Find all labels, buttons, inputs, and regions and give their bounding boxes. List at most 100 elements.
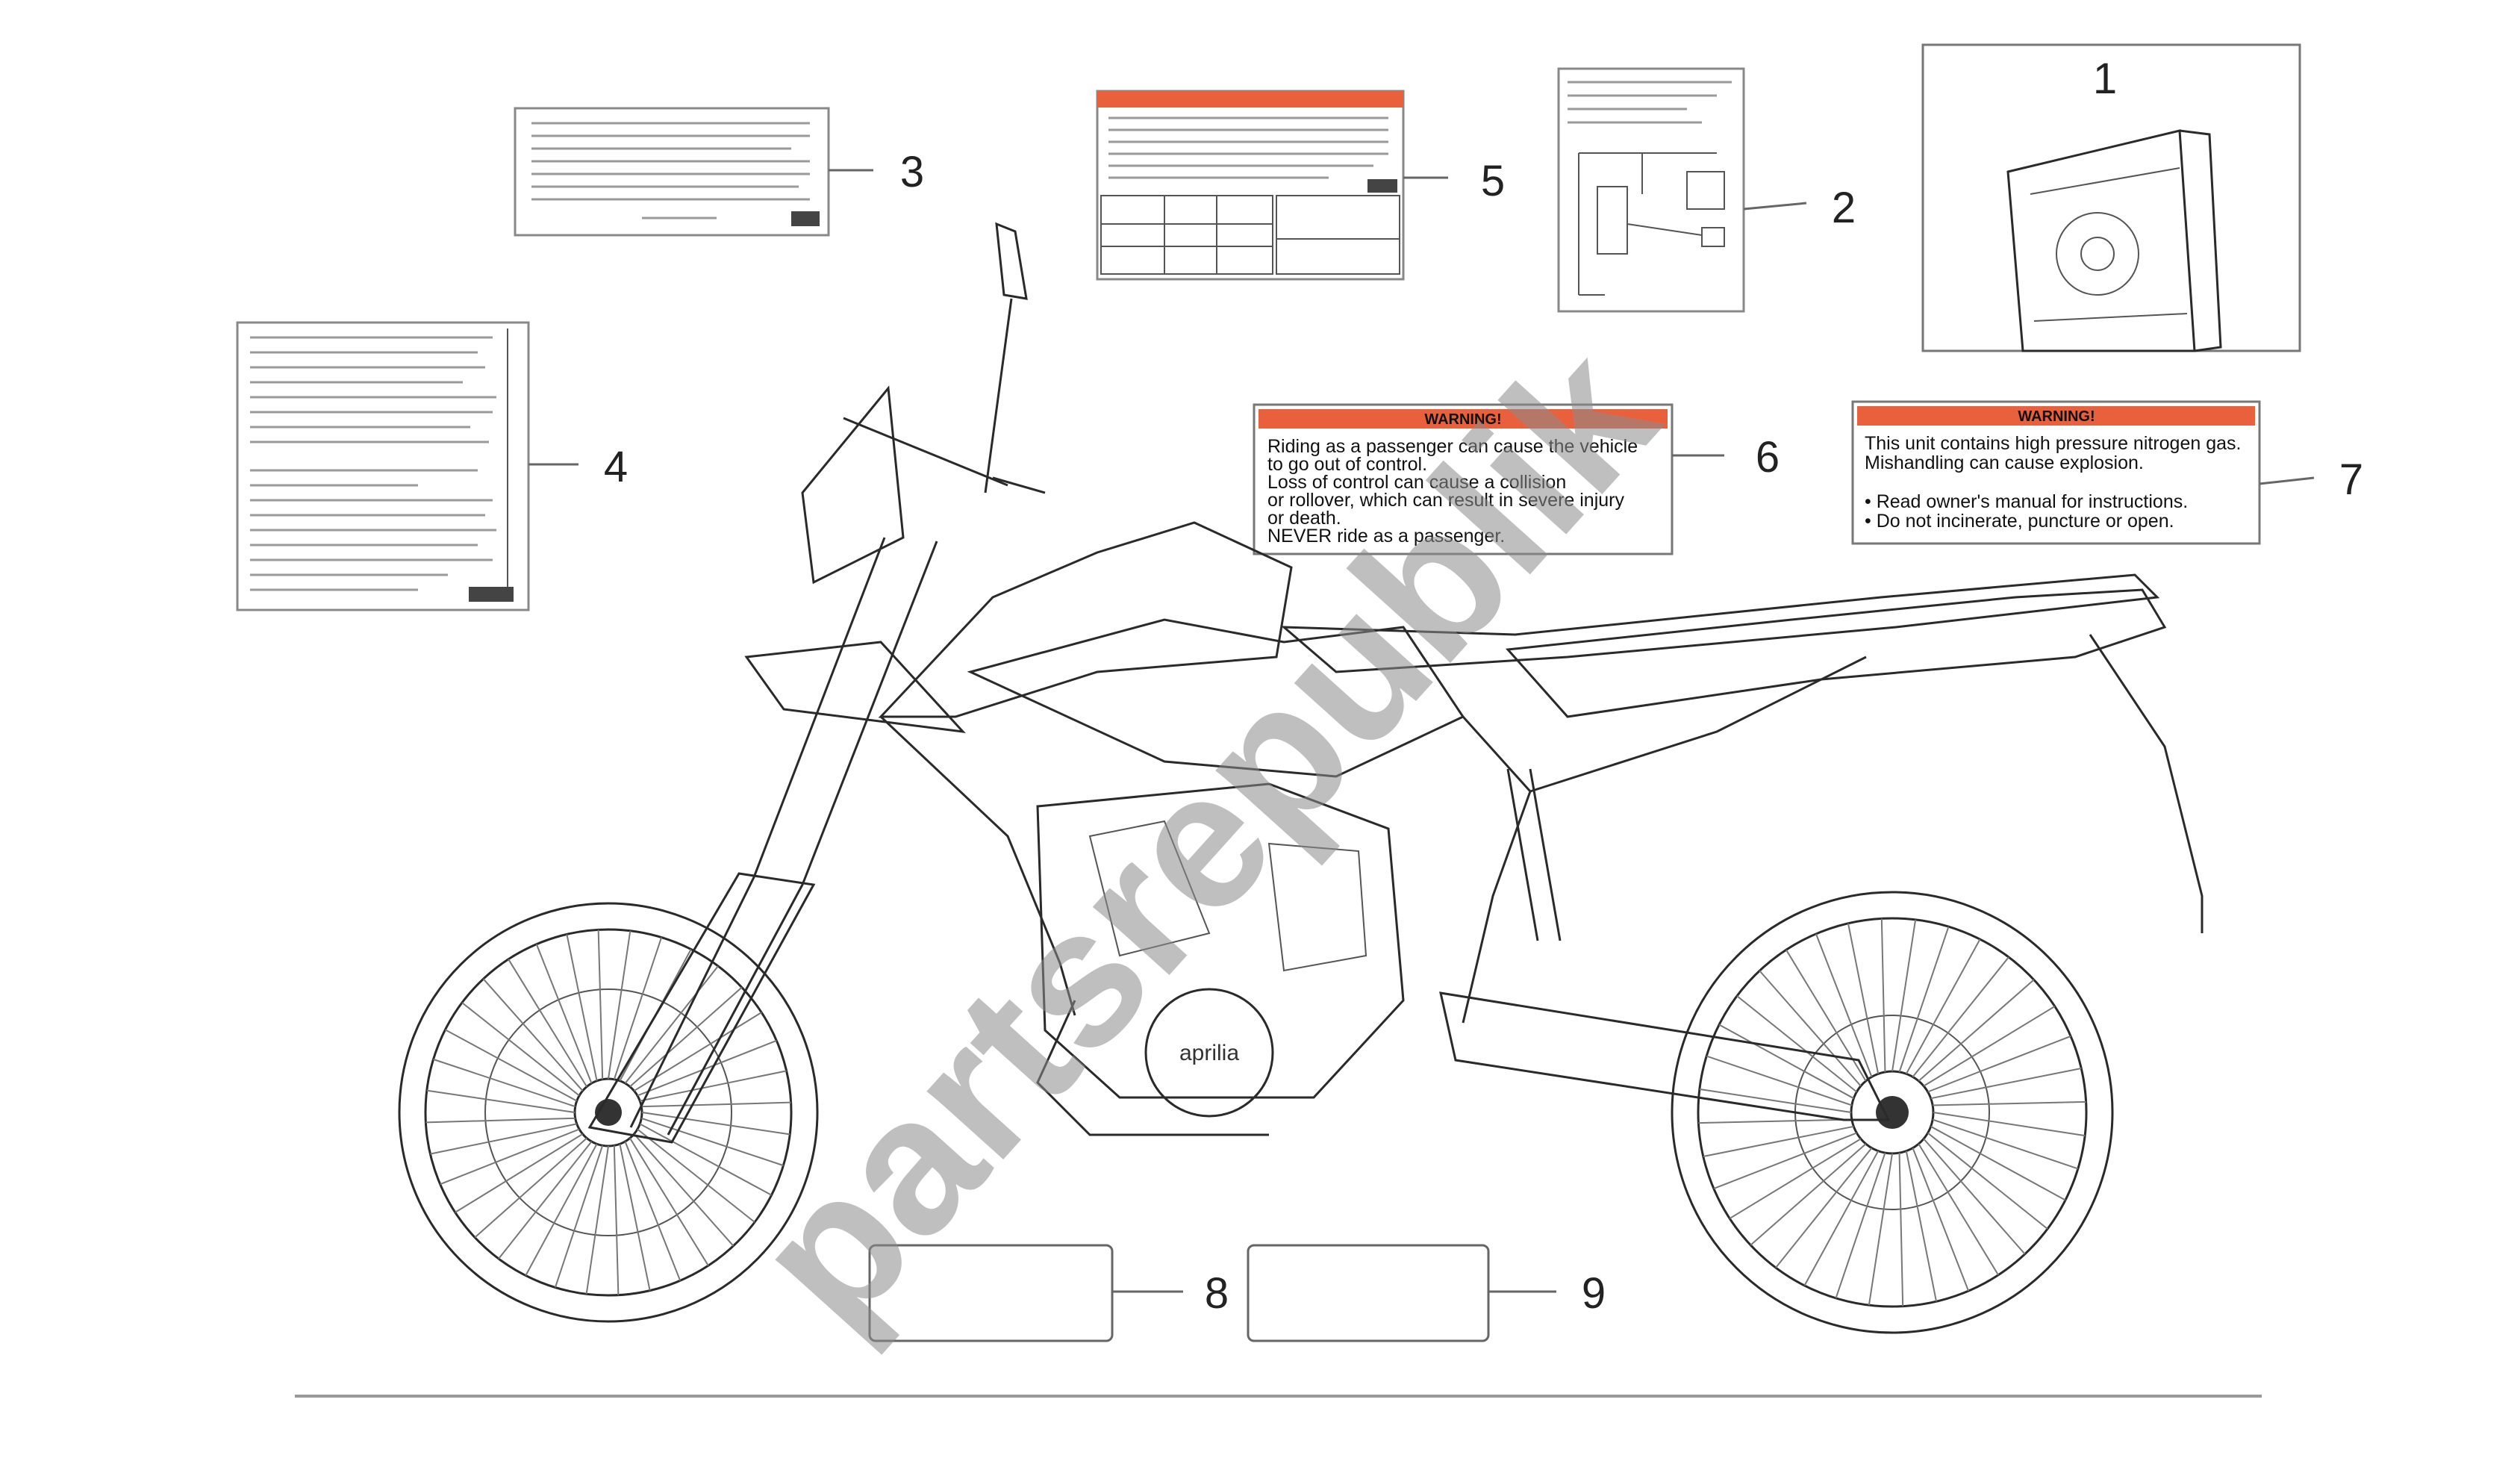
spoke bbox=[1759, 970, 1862, 1087]
spoke bbox=[498, 1141, 593, 1259]
spoke bbox=[639, 1123, 773, 1196]
label-9-blank bbox=[1247, 1244, 1490, 1342]
label-5-sticker bbox=[1096, 90, 1405, 281]
spoke bbox=[1912, 1148, 1970, 1292]
spoke bbox=[613, 1145, 620, 1295]
spoke bbox=[641, 1117, 784, 1167]
spoke bbox=[1930, 1067, 2082, 1100]
warning-7-header: WARNING! bbox=[2018, 408, 2095, 425]
callout-3: 3 bbox=[900, 148, 924, 196]
spoke bbox=[637, 1128, 755, 1223]
label-3-sticker bbox=[514, 107, 830, 237]
spoke bbox=[1905, 1150, 1938, 1302]
spoke bbox=[1918, 1143, 1999, 1276]
callout-2: 2 bbox=[1832, 184, 1856, 232]
main-frame bbox=[879, 715, 1532, 1024]
seat bbox=[1280, 573, 2160, 673]
spoke bbox=[425, 1117, 576, 1124]
spoke bbox=[1933, 1100, 2086, 1106]
spoke bbox=[1706, 1055, 1853, 1106]
warning-6-header: WARNING! bbox=[1424, 411, 1501, 428]
warning-label-6: WARNING! Riding as a passenger can cause… bbox=[1253, 403, 1674, 555]
callout-8: 8 bbox=[1205, 1269, 1229, 1318]
spoke bbox=[629, 986, 743, 1088]
warning-6-line: or rollover, which can result in severe … bbox=[1267, 490, 1624, 511]
spoke bbox=[1815, 933, 1873, 1077]
spoke bbox=[1912, 956, 2009, 1077]
spoke bbox=[1847, 923, 1880, 1074]
spoke bbox=[1933, 1112, 2086, 1137]
headlight-cowl bbox=[801, 385, 905, 585]
rear-fender bbox=[1505, 588, 2167, 718]
rear-shock bbox=[1506, 768, 1562, 941]
warning-label-7: WARNING! This unit contains high pressur… bbox=[1851, 400, 2261, 545]
spoke bbox=[440, 1128, 580, 1186]
spoke bbox=[624, 965, 719, 1084]
spoke bbox=[482, 978, 584, 1092]
spoke bbox=[461, 1002, 580, 1097]
spoke bbox=[585, 1145, 609, 1295]
spoke bbox=[597, 929, 604, 1080]
spoke bbox=[426, 1089, 576, 1113]
spoke bbox=[1932, 1118, 2079, 1170]
spoke bbox=[444, 1029, 578, 1102]
swingarm bbox=[1439, 991, 1891, 1121]
spoke bbox=[624, 1141, 682, 1281]
spoke bbox=[525, 1143, 598, 1277]
warning-6-line: Riding as a passenger can cause the vehi… bbox=[1267, 436, 1638, 457]
spoke bbox=[640, 1070, 787, 1102]
label-2-sticker bbox=[1557, 67, 1745, 313]
warning-7-line: Mishandling can cause explosion. bbox=[1865, 452, 2144, 473]
spoke bbox=[1750, 1143, 1867, 1246]
side-shroud bbox=[967, 618, 1465, 778]
spoke bbox=[1923, 1006, 2056, 1087]
motorcycle-illustration: aprilia bbox=[398, 222, 2204, 1334]
warning-6-line: or death. bbox=[1267, 508, 1341, 529]
spoke bbox=[1718, 1024, 1854, 1100]
spoke bbox=[1803, 1150, 1880, 1286]
spoke bbox=[1927, 1035, 2071, 1093]
spoke bbox=[1835, 1152, 1886, 1299]
spoke bbox=[433, 1058, 576, 1108]
warning-7-line: This unit contains high pressure nitroge… bbox=[1865, 433, 2241, 454]
spoke bbox=[641, 1101, 791, 1108]
callout-6: 6 bbox=[1756, 433, 1780, 482]
spoke bbox=[1898, 1153, 1904, 1307]
fork-guard bbox=[587, 872, 816, 1144]
spoke bbox=[613, 937, 663, 1080]
spoke bbox=[554, 1145, 604, 1288]
handlebar bbox=[843, 417, 1046, 494]
warning-6-line: to go out of control. bbox=[1267, 454, 1427, 475]
spoke bbox=[637, 1039, 777, 1097]
spoke bbox=[566, 934, 598, 1081]
rear-mudflap bbox=[2089, 634, 2204, 933]
engine-logo-text: aprilia bbox=[1179, 1041, 1239, 1065]
spoke bbox=[1775, 1148, 1873, 1268]
warning-6-line: NEVER ride as a passenger. bbox=[1267, 526, 1505, 547]
spoke bbox=[1880, 918, 1886, 1072]
spoke bbox=[1713, 1132, 1857, 1190]
label-8-blank bbox=[868, 1244, 1114, 1342]
spoke bbox=[1736, 995, 1857, 1093]
spoke bbox=[430, 1123, 577, 1155]
spoke bbox=[1891, 919, 1917, 1072]
spoke bbox=[1703, 1125, 1854, 1158]
spoke bbox=[1930, 1125, 2066, 1201]
spoke bbox=[629, 1137, 709, 1266]
spoke bbox=[633, 1133, 735, 1247]
leader-lines bbox=[528, 169, 2315, 1293]
spoke bbox=[1729, 1138, 1862, 1219]
spoke bbox=[1905, 938, 1981, 1074]
callout-9: 9 bbox=[1582, 1269, 1606, 1318]
spoke bbox=[535, 944, 593, 1084]
spoke bbox=[1923, 1138, 2026, 1255]
wheel-spokes bbox=[425, 918, 2086, 1307]
front-fender bbox=[744, 641, 966, 733]
spoke bbox=[508, 959, 587, 1088]
callout-7: 7 bbox=[2339, 455, 2363, 504]
label-4-sticker bbox=[236, 321, 530, 611]
spoke bbox=[1898, 926, 1950, 1073]
spoke bbox=[1927, 1132, 2048, 1230]
